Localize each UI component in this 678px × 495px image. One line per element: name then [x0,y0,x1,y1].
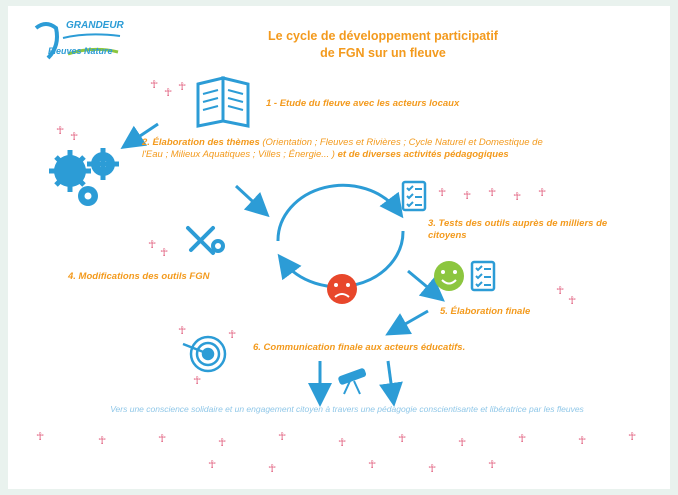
arrow-to-step6 [385,309,429,336]
people-group: ☥ [150,79,160,91]
people-group: ☥ [538,187,548,199]
people-group: ☥ [628,431,638,443]
people-group: ☥ [70,131,80,143]
people-group: ☥ [98,435,108,447]
people-group: ☥ [164,87,174,99]
step2-bold: 2. Élaboration des thèmes [142,137,260,148]
people-group: ☥ [518,433,528,445]
people-group: ☥ [488,187,498,199]
checklist-icon-2 [470,260,496,292]
step2-text: 2. Élaboration des thèmes (Orientation ;… [142,137,562,161]
step2-end: et de diverses activités pédagogiques [337,148,509,160]
people-group: ☥ [568,295,578,307]
people-group: ☥ [338,437,348,449]
logo-graphic [34,22,121,60]
people-group: ☥ [178,325,188,337]
people-group: ☥ [158,433,168,445]
logo-line1: GRANDEUR [66,20,124,31]
step4-text: 4. Modifications des outils FGN [68,271,210,282]
page-title: Le cycle de développement participatif d… [233,28,533,62]
people-group: ☥ [208,459,218,471]
people-group: ☥ [278,431,288,443]
diagram-graphics [34,22,496,407]
people-group: ☥ [463,190,473,202]
people-group: ☥ [148,239,158,251]
telescope-icon [338,368,367,395]
people-group: ☥ [56,125,66,137]
title-line2: de FGN sur un fleuve [320,45,446,60]
people-group: ☥ [160,247,170,259]
step6-text: 6. Communication finale aux acteurs éduc… [253,342,466,353]
happy-face-icon [434,261,464,291]
people-group: ☥ [193,375,203,387]
tools-icon [186,226,225,255]
step3-text: 3. Tests des outils auprès de milliers d… [428,218,608,241]
bottom-message: Vers une conscience solidaire et un enga… [110,404,584,414]
people-group: ☥ [428,463,438,475]
people-group: ☥ [458,437,468,449]
checklist-icon [401,180,427,212]
step5-text: 5. Élaboration finale [440,306,531,317]
people-group: ☥ [36,431,46,443]
people-group: ☥ [368,459,378,471]
target-icon [182,335,227,373]
arrow-book-to-gears [120,122,159,149]
people-group: ☥ [438,187,448,199]
people-group: ☥ [578,435,588,447]
people-group: ☥ [228,329,238,341]
gears-icon [49,148,119,206]
people-group: ☥ [488,459,498,471]
people-group: ☥ [218,437,228,449]
step1-text: 1 - Etude du fleuve avec les acteurs loc… [266,98,460,109]
people-group: ☥ [556,285,566,297]
people-group: ☥ [513,191,523,203]
arrow-to-cycle [234,184,270,218]
diagram-canvas: GRANDEUR Fleuves Nature Le cycle de déve… [8,6,670,489]
people-group: ☥ [178,81,188,93]
book-icon [196,76,250,128]
sad-face-icon [327,274,357,304]
people-group: ☥ [268,463,278,475]
logo-line2: Fleuves Nature [48,46,113,56]
arrow-to-step5 [407,269,445,302]
cycle-loop [276,183,405,289]
step2-details: (Orientation ; Fleuves et Rivières ; Cyc… [142,137,543,160]
title-line1: Le cycle de développement participatif [268,29,498,43]
arrow-down-right [379,360,403,407]
people-group: ☥ [398,433,408,445]
